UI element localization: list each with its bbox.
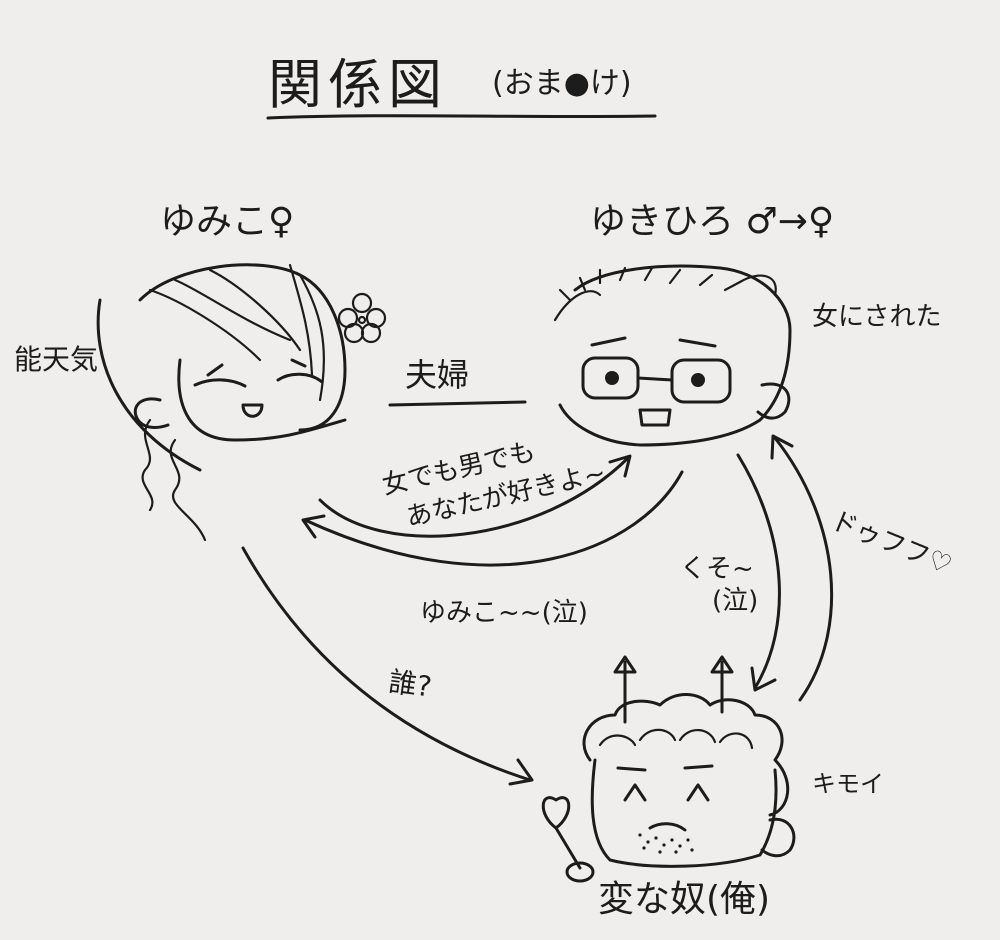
diagram-title: 関係図: [268, 53, 448, 116]
arrow-yumiko-to-henna: [241, 546, 532, 782]
arrow-yumiko-to-yukihiro: [318, 456, 630, 538]
yumiko-face-illustration: [96, 263, 387, 542]
heart-wand-icon: [541, 796, 595, 883]
yumiko-to-henna-label: 誰?: [386, 664, 434, 704]
henna-yatsu-side-note: キモイ: [812, 770, 884, 798]
yukihiro-to-henna-label-2: (泣): [712, 586, 759, 616]
arrow-yukihiro-to-yumiko: [303, 470, 684, 567]
title-underline: [266, 114, 657, 120]
yumiko-name: ゆみこ♀: [160, 201, 295, 242]
couple-line: [388, 400, 527, 407]
henna-yatsu-name: 変な奴(俺): [598, 879, 771, 920]
yukihiro-name: ゆきひろ ♂→♀: [590, 201, 835, 242]
yukihiro-to-henna-label: くそ~: [680, 554, 754, 584]
yumiko-side-note: 能天気: [14, 343, 99, 376]
yukihiro-to-yumiko-label: ゆみこ~~(泣): [420, 598, 588, 628]
yukihiro-side-note: 女にされた: [812, 302, 942, 332]
yukihiro-face-illustration: [553, 264, 792, 447]
henna-yatsu-face-illustration: [541, 655, 796, 883]
title-note: (おま●け): [492, 66, 632, 101]
arrow-henna-to-yukihiro: [773, 436, 834, 702]
arrow-yukihiro-to-henna: [736, 453, 781, 690]
flower-icon: [337, 292, 387, 344]
couple-label: 夫婦: [405, 356, 470, 394]
